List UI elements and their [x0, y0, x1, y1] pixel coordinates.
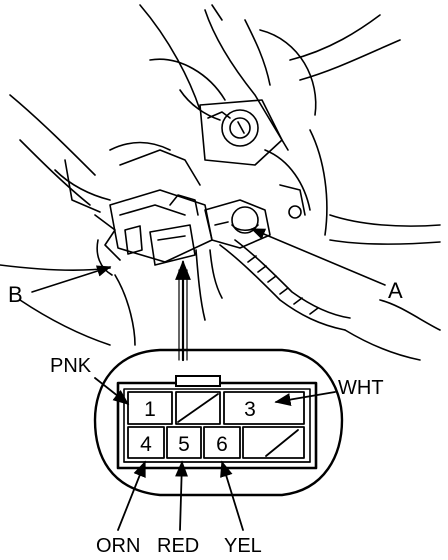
- pin-number-3: 3: [244, 398, 256, 421]
- leader-yel: [220, 460, 244, 531]
- pin-cell-7-empty: [242, 426, 305, 459]
- pin-cell-2-empty: [175, 391, 221, 425]
- pin-number-6: 6: [216, 433, 228, 456]
- wire-leaders: [94, 377, 336, 531]
- pin-cell-1: [127, 391, 173, 425]
- wire-label-red: RED: [157, 535, 199, 557]
- leader-wht: [274, 391, 336, 406]
- connector-outline: [93, 348, 344, 497]
- connector-detail: 1 3 4 5 6: [93, 348, 344, 497]
- wire-label-pnk: PNK: [50, 355, 92, 377]
- pin-number-1: 1: [144, 398, 156, 421]
- leader-orn: [117, 460, 146, 531]
- connector-lock-tab: [175, 375, 221, 387]
- wire-label-orn: ORN: [96, 535, 140, 557]
- callout-label-a: A: [388, 278, 403, 303]
- wire-label-yel: YEL: [224, 535, 262, 557]
- leader-b: [31, 265, 112, 293]
- ignition-cylinder-icon: [221, 109, 259, 147]
- pin-cell-4: [127, 426, 165, 459]
- pin-cell-5: [166, 426, 202, 459]
- wire-label-wht: WHT: [338, 377, 384, 399]
- callout-leaders: [31, 228, 386, 362]
- pin-cell-3: [223, 391, 305, 425]
- leader-red: [175, 460, 189, 531]
- pin-cell-6: [203, 426, 241, 459]
- leader-pnk: [94, 377, 130, 406]
- leader-a: [250, 228, 386, 286]
- steering-column-illustration: [0, 4, 441, 361]
- callout-label-b: B: [8, 282, 23, 307]
- pin-number-4: 4: [140, 433, 152, 456]
- pin-number-5: 5: [178, 433, 190, 456]
